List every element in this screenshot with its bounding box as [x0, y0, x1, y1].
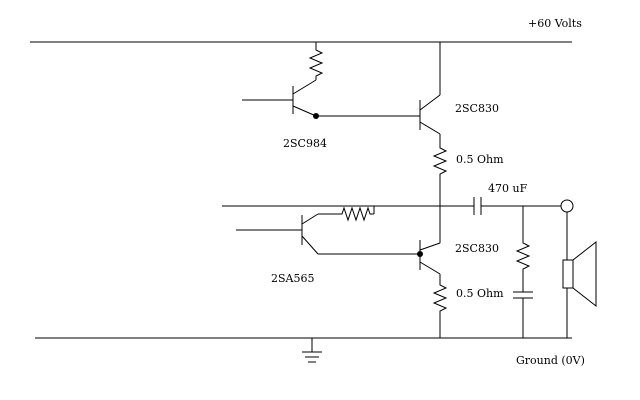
speaker-icon	[562, 240, 597, 308]
label-q-driver-bottom: 2SA565	[271, 272, 314, 285]
resistor-bottom-driver	[318, 206, 374, 222]
label-q-output-top: 2SC830	[455, 102, 499, 115]
resistor-emitter-top	[432, 145, 448, 178]
resistor-top-driver	[308, 46, 324, 80]
label-r-emitter-top: 0.5 Ohm	[456, 153, 504, 166]
label-q-driver-top: 2SC984	[283, 137, 327, 150]
transistor-2sa565	[236, 213, 319, 255]
label-supply: +60 Volts	[528, 17, 582, 30]
resistor-zobel	[515, 240, 531, 273]
junction-dot	[313, 113, 319, 119]
transistor-2sc830-bottom	[419, 240, 441, 275]
label-q-output-bottom: 2SC830	[455, 242, 499, 255]
junction-dot	[417, 251, 423, 257]
label-c-output: 470 uF	[488, 182, 528, 195]
label-r-emitter-bottom: 0.5 Ohm	[456, 287, 504, 300]
resistor-emitter-bottom	[432, 282, 448, 315]
label-ground: Ground (0V)	[516, 354, 585, 367]
ground-symbol	[302, 338, 322, 363]
transistor-2sc830-top	[419, 94, 441, 135]
transistor-2sc984	[242, 79, 317, 117]
output-terminal	[560, 199, 574, 213]
